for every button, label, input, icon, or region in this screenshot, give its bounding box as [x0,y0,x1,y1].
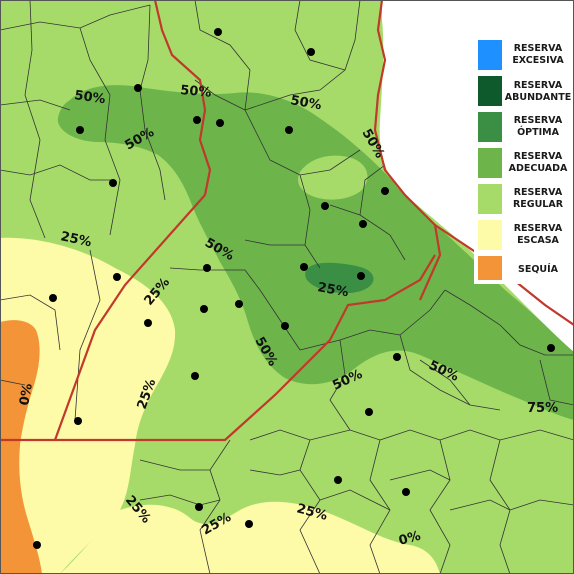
legend-label-escasa-line2: ESCASA [517,235,559,246]
contour-label: 25% [316,280,349,300]
legend-swatch-escasa [478,220,502,250]
zone-adecuada [57,85,574,420]
legend-label-regular-line1: RESERVA [514,187,563,198]
zone-regular-pocket [298,155,368,200]
legend-label-abundante-line2: ABUNDANTE [505,92,571,103]
legend-label-escasa-line1: RESERVA [514,223,563,234]
weather-stations [33,28,555,549]
contour-label: 50% [180,83,212,101]
legend-swatch-optima [478,112,502,142]
legend-swatch-regular [478,184,502,214]
contour-label: 75% [527,401,558,416]
zone-escasa-west [0,237,176,574]
legend-label-optima-line1: RESERVA [514,115,563,126]
contour-label: 25% [59,229,93,250]
contour-label: 0% [17,382,36,406]
legend-swatch-abundante [478,76,502,106]
legend-label-excesiva-line2: EXCESIVA [512,55,564,66]
zone-escasa-south [60,501,440,574]
zone-optima [305,262,374,294]
legend-label-regular-line2: REGULAR [513,199,564,210]
zone-sequia-west [0,320,40,445]
legend-label-abundante-line1: RESERVA [514,80,563,91]
contour-label: 0% [397,529,422,549]
zone-sequia-south [0,445,42,574]
contour-label: 50% [73,88,106,107]
legend-label-excesiva-line1: RESERVA [514,43,563,54]
legend-swatch-adecuada [478,148,502,178]
legend-swatch-sequia [478,256,502,280]
legend-label-optima-line2: ÓPTIMA [517,126,560,138]
legend-label-sequia: SEQUÍA [518,263,559,275]
legend-swatch-excesiva [478,40,502,70]
legend: RESERVA EXCESIVA RESERVA ABUNDANTE RESER… [474,36,574,284]
legend-label-adecuada-line1: RESERVA [514,151,563,162]
contour-label: 50% [289,93,322,113]
legend-label-adecuada-line2: ADECUADA [509,163,568,174]
